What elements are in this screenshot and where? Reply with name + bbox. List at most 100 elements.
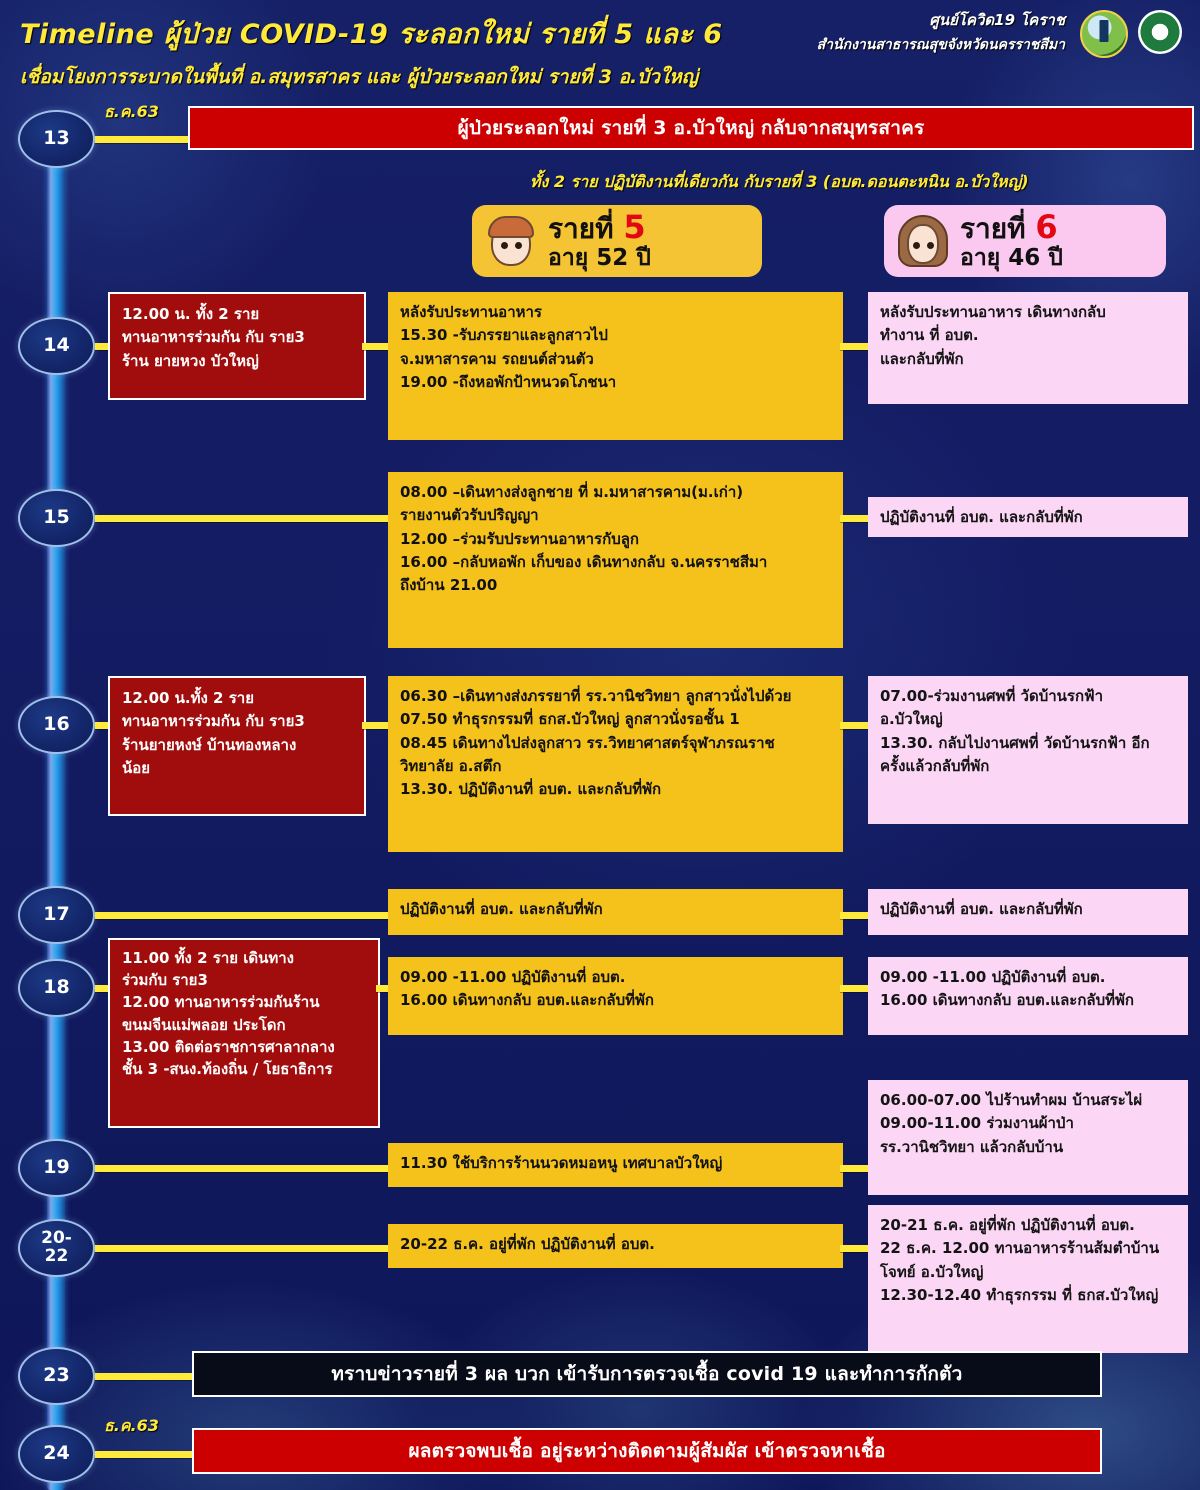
person6-box-15: ปฏิบัติงานที่ อบต. และกลับที่พัก: [868, 497, 1188, 537]
shared-18-line-2: 12.00 ทานอาหารร่วมกันร้าน: [122, 993, 320, 1012]
connector-2022-a: [95, 1245, 390, 1252]
shared-16-line-2: ร้านยายหงษ์ บ้านทองหลาง: [122, 735, 297, 754]
p6-18-line-1: 16.00 เดินทางกลับ อบต.และกลับที่พัก: [880, 991, 1134, 1010]
p5-16-line-4: 13.30. ปฏิบัติงานที่ อบต. และกลับที่พัก: [400, 780, 662, 798]
p5-2022-line-0: 20-22 ธ.ค. อยู่ที่พัก ปฏิบัติงานที่ อบต.: [400, 1235, 655, 1253]
person5-age: อายุ 52 ปี: [548, 245, 651, 272]
shared-18-line-3: ขนมจีนแม่พลอย ประโดก: [122, 1015, 286, 1034]
p6-19-line-2: รร.วานิชวิทยา แล้วกลับบ้าน: [880, 1137, 1064, 1156]
shared-18-line-1: ร่วมกับ ราย3: [122, 971, 208, 990]
date-node-20-22-label: 20- 22: [41, 1228, 72, 1266]
connector-16-a: [95, 722, 113, 729]
connector-18-c: [840, 985, 872, 992]
p6-2022-line-2: โจทย์ อ.บัวใหญ่: [880, 1262, 984, 1281]
date-node-15[interactable]: 15: [18, 489, 95, 547]
date-node-19[interactable]: 19: [18, 1139, 95, 1197]
person5-box-14: หลังรับประทานอาหาร 15.30 -รับภรรยาและลูก…: [388, 292, 843, 440]
p5-15-line-2: 12.00 –ร่วมรับประทานอาหารกับลูก: [400, 529, 639, 548]
connector-18-a: [95, 985, 113, 992]
connector-14-c: [840, 343, 872, 350]
p5-14-line-3: 19.00 -ถึงหอพักป้าหนวดโภชนา: [400, 372, 617, 391]
connector-18-b: [376, 985, 390, 992]
banner-test-positive-result: ผลตรวจพบเชื้อ อยู่ระหว่างติดตามผู้สัมผัส…: [192, 1428, 1102, 1474]
shared-16-line-3: น้อย: [122, 758, 151, 777]
p6-14-line-1: ทำงาน ที่ อบต.: [880, 326, 979, 345]
p6-14-line-0: หลังรับประทานอาหาร เดินทางกลับ: [880, 303, 1106, 321]
header-titles: Timeline ผู้ป่วย COVID-19 ระลอกใหม่ รายท…: [20, 12, 800, 92]
banner-case3-positive-news: ทราบข่าวรายที่ 3 ผล บวก เข้ารับการตรวจเช…: [192, 1351, 1102, 1397]
p5-15-line-0: 08.00 –เดินทางส่งลูกชาย ที่ ม.มหาสารคาม(…: [400, 483, 744, 501]
p5-19-line-0: 11.30 ใช้บริการร้านนวดหมอหนู เทศบาลบัวให…: [400, 1154, 723, 1172]
p6-16-line-0: 07.00-ร่วมงานศพที่ วัดบ้านรกฟ้า: [880, 687, 1104, 705]
p5-15-line-3: 16.00 –กลับหอพัก เก็บของ เดินทางกลับ จ.น…: [400, 552, 768, 571]
shared-18-line-5: ชั้น 3 -สนง.ท้องถิ่น / โยธาธิการ: [122, 1059, 333, 1078]
person6-age: อายุ 46 ปี: [960, 245, 1063, 272]
person6-number: 6: [1035, 208, 1058, 247]
date-node-13[interactable]: 13: [18, 110, 95, 168]
connector-14-a: [95, 343, 113, 350]
connector-23: [95, 1373, 197, 1380]
date-node-24[interactable]: 24: [18, 1425, 95, 1483]
p5-14-line-0: หลังรับประทานอาหาร: [400, 303, 542, 321]
person6-box-14: หลังรับประทานอาหาร เดินทางกลับ ทำงาน ที่…: [868, 292, 1188, 404]
org-line-2: สำนักงานสาธารณสุขจังหวัดนครราชสีมา: [816, 37, 1065, 53]
person6-box-19: 06.00-07.00 ไปร้านทำผม บ้านสระไผ่ 09.00-…: [868, 1080, 1188, 1195]
page-title: Timeline ผู้ป่วย COVID-19 ระลอกใหม่ รายท…: [20, 19, 723, 50]
person5-box-16: 06.30 –เดินทางส่งภรรยาที่ รร.วานิชวิทยา …: [388, 676, 843, 852]
p6-19-line-1: 09.00-11.00 ร่วมงานผ้าป่า: [880, 1114, 1074, 1133]
connector-15-a: [95, 515, 390, 522]
shared-workplace-note: ทั้ง 2 ราย ปฏิบัติงานที่เดียวกัน กับรายท…: [530, 172, 1029, 191]
korat-province-seal-icon: [1080, 10, 1128, 58]
male-avatar-icon: [482, 212, 540, 270]
p6-2022-line-1: 22 ธ.ค. 12.00 ทานอาหารร้านส้มตำบ้าน: [880, 1239, 1160, 1258]
connector-2022-b: [840, 1245, 872, 1252]
connector-24: [95, 1451, 197, 1458]
ministry-of-public-health-seal-icon: [1138, 10, 1182, 54]
person6-box-18: 09.00 -11.00 ปฏิบัติงานที่ อบต. 16.00 เด…: [868, 957, 1188, 1035]
date-node-20-22[interactable]: 20- 22: [18, 1219, 95, 1277]
p5-16-line-0: 06.30 –เดินทางส่งภรรยาที่ รร.วานิชวิทยา …: [400, 687, 792, 705]
banner-case3-return: ผู้ป่วยระลอกใหม่ รายที่ 3 อ.บัวใหญ่ กลับ…: [188, 106, 1194, 150]
date-node-18[interactable]: 18: [18, 959, 95, 1017]
shared-16-line-1: ทานอาหารร่วมกัน กับ ราย3: [122, 712, 305, 731]
org-line-1: ศูนย์โควิด19 โคราช: [929, 11, 1065, 29]
person5-box-17: ปฏิบัติงานที่ อบต. และกลับที่พัก: [388, 889, 843, 935]
p6-14-line-2: และกลับที่พัก: [880, 349, 964, 368]
p5-18-line-0: 09.00 -11.00 ปฏิบัติงานที่ อบต.: [400, 968, 626, 986]
p5-16-line-3: วิทยาลัย อ.สตึก: [400, 756, 502, 775]
shared-14-line-1: ทานอาหารร่วมกัน กับ ราย3: [122, 328, 305, 347]
p5-16-line-2: 08.45 เดินทางไปส่งลูกสาว รร.วิทยาศาสตร์จ…: [400, 733, 775, 752]
connector-16-c: [840, 722, 872, 729]
person-card-6: รายที่ 6 อายุ 46 ปี: [884, 205, 1166, 277]
person5-box-18: 09.00 -11.00 ปฏิบัติงานที่ อบต. 16.00 เด…: [388, 957, 843, 1035]
shared-16-line-0: 12.00 น.ทั้ง 2 ราย: [122, 689, 254, 707]
connector-19-b: [840, 1165, 872, 1172]
p6-16-line-2: 13.30. กลับไปงานศพที่ วัดบ้านรกฟ้า อีก: [880, 733, 1150, 752]
date-node-23[interactable]: 23: [18, 1347, 95, 1405]
person6-box-17: ปฏิบัติงานที่ อบต. และกลับที่พัก: [868, 889, 1188, 935]
date-node-17[interactable]: 17: [18, 886, 95, 944]
connector-17-a: [95, 912, 390, 919]
organization-credit: ศูนย์โควิด19 โคราช สำนักงานสาธารณสุขจังห…: [817, 8, 1065, 56]
p5-14-line-1: 15.30 -รับภรรยาและลูกสาวไป: [400, 326, 608, 345]
month-label-dec63-bottom: ธ.ค.63: [104, 1416, 159, 1435]
person5-title: รายที่: [548, 212, 614, 246]
female-avatar-icon: [894, 212, 952, 270]
p6-15-line-0: ปฏิบัติงานที่ อบต. และกลับที่พัก: [880, 508, 1083, 526]
page-subtitle: เชื่อมโยงการระบาดในพื้นที่ อ.สมุทรสาคร แ…: [20, 66, 698, 88]
date-node-16[interactable]: 16: [18, 696, 95, 754]
p6-19-line-0: 06.00-07.00 ไปร้านทำผม บ้านสระไผ่: [880, 1091, 1143, 1109]
person5-box-15: 08.00 –เดินทางส่งลูกชาย ที่ ม.มหาสารคาม(…: [388, 472, 843, 648]
shared-18-line-4: 13.00 ติดต่อราชการศาลากลาง: [122, 1037, 335, 1056]
connector-17-b: [840, 912, 872, 919]
shared-box-18: 11.00 ทั้ง 2 ราย เดินทาง ร่วมกับ ราย3 12…: [108, 938, 380, 1128]
p6-2022-line-3: 12.30-12.40 ทำธุรกรรม ที่ ธกส.บัวใหญ่: [880, 1285, 1159, 1304]
person6-box-2022: 20-21 ธ.ค. อยู่ที่พัก ปฏิบัติงานที่ อบต.…: [868, 1205, 1188, 1353]
connector-13: [95, 136, 191, 143]
date-node-14[interactable]: 14: [18, 317, 95, 375]
person5-box-19: 11.30 ใช้บริการร้านนวดหมอหนู เทศบาลบัวให…: [388, 1143, 843, 1187]
shared-14-line-2: ร้าน ยายหวง บัวใหญ่: [122, 351, 259, 370]
month-label-dec63-top: ธ.ค.63: [104, 102, 159, 121]
shared-18-line-0: 11.00 ทั้ง 2 ราย เดินทาง: [122, 949, 295, 967]
